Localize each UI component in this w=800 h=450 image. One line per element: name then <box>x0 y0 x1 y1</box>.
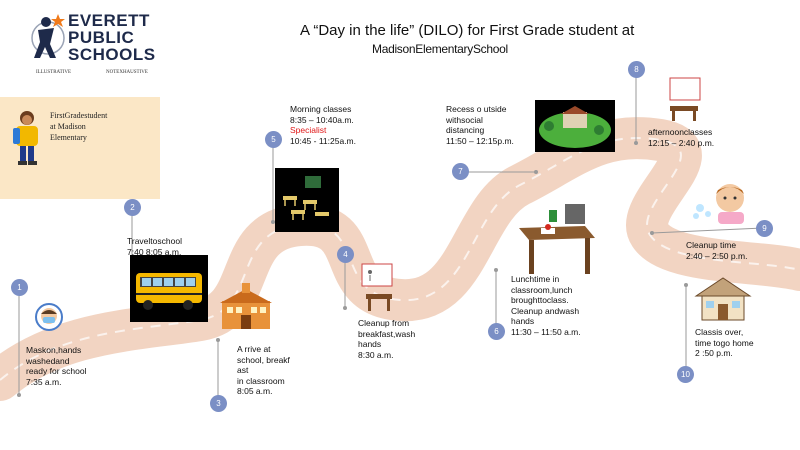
logo-line-3: SCHOOLS <box>68 45 156 64</box>
school-building-icon <box>220 283 272 329</box>
step-7-text: Recess o utside withsocial distancing 11… <box>446 104 514 146</box>
illustrative-label: ILLUSTRATIVE <box>36 70 71 75</box>
step-1-text: Maskon,hands washedand ready for school … <box>26 345 87 387</box>
student-line-1: FirstGradestudent <box>50 111 108 120</box>
step-2-text: Traveltoschool 7:40 8:05 a.m. <box>127 236 182 257</box>
student-info-text: FirstGradestudent at Madison Elementary <box>50 110 140 143</box>
student-line-2: at Madison <box>50 122 86 131</box>
step-marker-5: 5 <box>265 131 282 148</box>
school-bus-image <box>130 255 208 322</box>
lunch-desk-icon <box>519 204 595 274</box>
masked-child-icon <box>35 303 63 331</box>
step-marker-8: 8 <box>628 61 645 78</box>
step-marker-6: 6 <box>488 323 505 340</box>
student-line-3: Elementary <box>50 133 87 142</box>
not-exhaustive-label: NOTEXHAUSTIVE <box>106 70 148 75</box>
step-marker-7: 7 <box>452 163 469 180</box>
step-marker-3: 3 <box>210 395 227 412</box>
logo-line-2: PUBLIC <box>68 28 135 47</box>
step-marker-1: 1 <box>11 279 28 296</box>
step-9-text: Cleanup time 2:40 – 2:50 p.m. <box>686 240 748 261</box>
step-marker-4: 4 <box>337 246 354 263</box>
step-3-text: A rrive at school, breakf ast in classro… <box>237 344 290 396</box>
step-marker-2: 2 <box>124 199 141 216</box>
student-icon <box>13 111 38 165</box>
handwashing-icon <box>693 184 744 224</box>
step-4-text: Cleanup from breakfast,wash hands 8:30 a… <box>358 318 416 360</box>
step-6-text: Lunchtime in classroom,lunch broughttocl… <box>511 274 581 337</box>
desk-icon <box>361 263 393 311</box>
logo-line-1: EVERETT <box>68 11 150 30</box>
specialist-label: Specialist <box>290 125 327 135</box>
everett-logo-icon <box>31 14 65 58</box>
page-title: A “Day in the life” (DILO) for First Gra… <box>300 22 635 39</box>
step-10-text: Classis over, time togo home 2 :50 p.m. <box>695 327 754 358</box>
page-subtitle: MadisonElementarySchool <box>372 42 508 56</box>
step-8-text: afternoonclasses 12:15 – 2:40 p.m. <box>648 127 715 148</box>
classroom-image <box>275 168 339 232</box>
playground-image <box>535 100 615 152</box>
step-5-text: Morning classes 8:35 – 10:40a.m. Special… <box>290 104 356 146</box>
house-icon <box>694 277 752 321</box>
afternoon-desk-icon <box>669 77 701 121</box>
logo-text: EVERETT PUBLIC SCHOOLS <box>68 12 156 63</box>
step-marker-9: 9 <box>756 220 773 237</box>
step-marker-10: 10 <box>677 366 694 383</box>
